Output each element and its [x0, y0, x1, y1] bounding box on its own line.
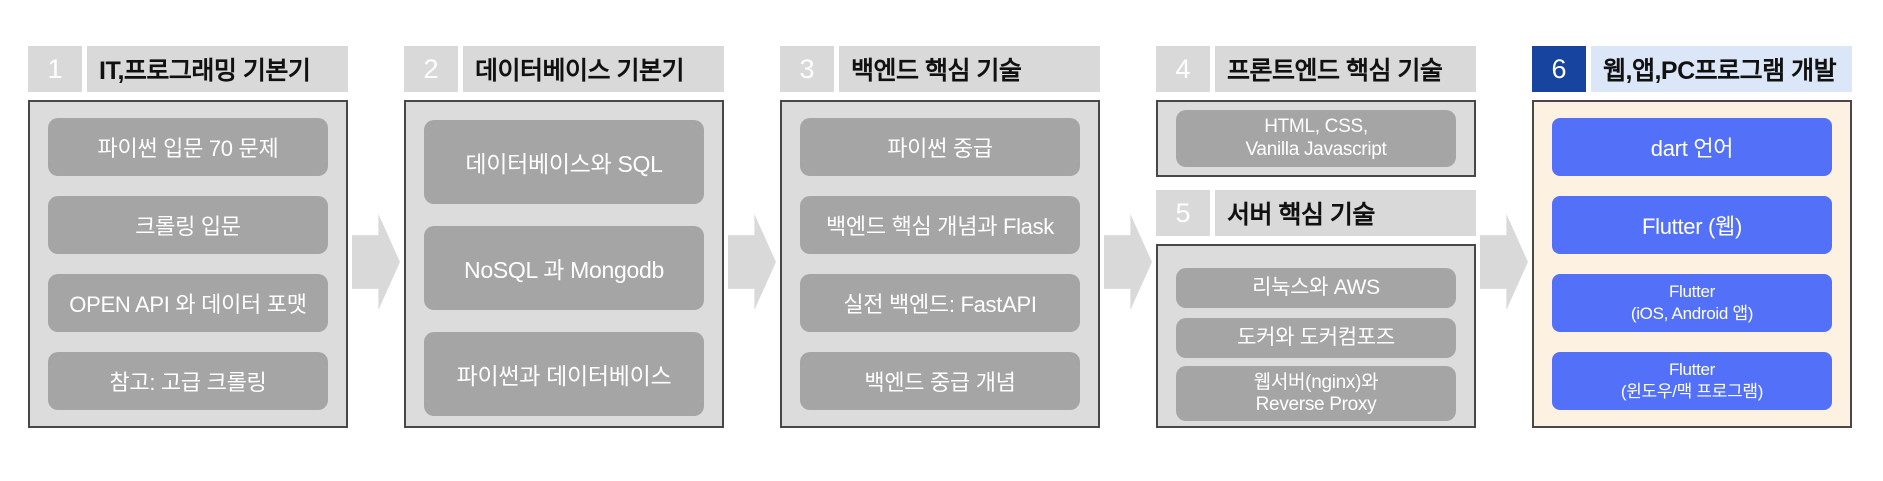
- course-item-label: 데이터베이스와 SQL: [465, 151, 663, 177]
- course-item-label: 리눅스와 AWS: [1252, 276, 1380, 300]
- step-4-header: 4 프론트엔드 핵심 기술: [1156, 46, 1476, 92]
- step-title: 프론트엔드 핵심 기술: [1215, 46, 1476, 92]
- course-item-label: 파이썬 중급: [887, 136, 993, 161]
- step-title: 서버 핵심 기술: [1215, 190, 1476, 236]
- step-5-panel: 리눅스와 AWS 도커와 도커컴포즈 웹서버(nginx)와 Reverse P…: [1156, 244, 1476, 428]
- course-item-label: 참고: 고급 크롤링: [109, 370, 267, 395]
- course-item: 백엔드 핵심 개념과 Flask: [800, 196, 1080, 254]
- step-title: IT,프로그래밍 기본기: [87, 46, 348, 92]
- step-number-badge: 6: [1532, 46, 1586, 92]
- step-number-badge: 3: [780, 46, 834, 92]
- course-item-label: 실전 백엔드: FastAPI: [843, 292, 1037, 317]
- course-item-label: OPEN API 와 데이터 포맷: [69, 292, 307, 317]
- step-3-panel: 파이썬 중급 백엔드 핵심 개념과 Flask 실전 백엔드: FastAPI …: [780, 100, 1100, 428]
- course-item: dart 언어: [1552, 118, 1832, 176]
- course-item-label: (윈도우/맥 프로그램): [1620, 382, 1764, 401]
- flow-arrow-icon: [1480, 214, 1528, 310]
- course-item-label: 도커와 도커컴포즈: [1237, 326, 1395, 350]
- course-item: HTML, CSS, Vanilla Javascript: [1176, 110, 1456, 167]
- step-6-column: 6 웹,앱,PC프로그램 개발 dart 언어 Flutter (웹) Flut…: [1532, 0, 1852, 481]
- step-1-header: 1 IT,프로그래밍 기본기: [28, 46, 348, 92]
- course-item: 백엔드 중급 개념: [800, 352, 1080, 410]
- course-item: 파이썬 입문 70 문제: [48, 118, 328, 176]
- course-item-label: Flutter: [1668, 359, 1716, 379]
- step-title: 데이터베이스 기본기: [463, 46, 724, 92]
- course-item: 웹서버(nginx)와 Reverse Proxy: [1176, 366, 1456, 421]
- course-item: Flutter (웹): [1552, 196, 1832, 254]
- course-item: 실전 백엔드: FastAPI: [800, 274, 1080, 332]
- step-1-column: 1 IT,프로그래밍 기본기 파이썬 입문 70 문제 크롤링 입문 OPEN …: [28, 0, 348, 481]
- step-number-badge: 5: [1156, 190, 1210, 236]
- course-item-label: 백엔드 중급 개념: [864, 370, 1016, 395]
- course-item: 데이터베이스와 SQL: [424, 120, 704, 204]
- step-3-column: 3 백엔드 핵심 기술 파이썬 중급 백엔드 핵심 개념과 Flask 실전 백…: [780, 0, 1100, 481]
- course-item: Flutter (iOS, Android 앱): [1552, 274, 1832, 332]
- flow-arrow-icon: [728, 214, 776, 310]
- course-item-label: HTML, CSS,: [1264, 115, 1368, 137]
- step-number-badge: 2: [404, 46, 458, 92]
- course-item-label: 크롤링 입문: [135, 214, 241, 239]
- course-item-label: 웹서버(nginx)와: [1253, 371, 1379, 393]
- course-item: 참고: 고급 크롤링: [48, 352, 328, 410]
- step-title: 웹,앱,PC프로그램 개발: [1591, 46, 1852, 92]
- course-item: Flutter (윈도우/맥 프로그램): [1552, 352, 1832, 410]
- course-item-label: Flutter (웹): [1641, 214, 1743, 239]
- course-item: 리눅스와 AWS: [1176, 268, 1456, 308]
- course-item-label: 파이썬과 데이터베이스: [456, 363, 672, 389]
- step-3-header: 3 백엔드 핵심 기술: [780, 46, 1100, 92]
- course-item: 크롤링 입문: [48, 196, 328, 254]
- step-6-header: 6 웹,앱,PC프로그램 개발: [1532, 46, 1852, 92]
- step-5-header: 5 서버 핵심 기술: [1156, 190, 1476, 236]
- course-item: 파이썬 중급: [800, 118, 1080, 176]
- step-6-panel: dart 언어 Flutter (웹) Flutter (iOS, Androi…: [1532, 100, 1852, 428]
- course-item-label: (iOS, Android 앱): [1630, 304, 1754, 323]
- course-item-label: 백엔드 핵심 개념과 Flask: [825, 214, 1055, 239]
- step-4-panel: HTML, CSS, Vanilla Javascript: [1156, 100, 1476, 177]
- course-item-label: dart 언어: [1650, 136, 1734, 161]
- course-item-label: Flutter: [1668, 281, 1716, 301]
- course-item: OPEN API 와 데이터 포맷: [48, 274, 328, 332]
- course-item-label: Vanilla Javascript: [1245, 138, 1387, 160]
- flow-arrow-icon: [352, 214, 400, 310]
- course-item-label: Reverse Proxy: [1255, 393, 1377, 415]
- course-item-label: NoSQL 과 Mongodb: [464, 257, 664, 283]
- step-number-badge: 4: [1156, 46, 1210, 92]
- step-2-column: 2 데이터베이스 기본기 데이터베이스와 SQL NoSQL 과 Mongodb…: [404, 0, 724, 481]
- step-number-badge: 1: [28, 46, 82, 92]
- course-item: NoSQL 과 Mongodb: [424, 226, 704, 310]
- flow-arrow-icon: [1104, 214, 1152, 310]
- step-2-panel: 데이터베이스와 SQL NoSQL 과 Mongodb 파이썬과 데이터베이스: [404, 100, 724, 428]
- course-item: 파이썬과 데이터베이스: [424, 332, 704, 416]
- step-2-header: 2 데이터베이스 기본기: [404, 46, 724, 92]
- step-1-panel: 파이썬 입문 70 문제 크롤링 입문 OPEN API 와 데이터 포맷 참고…: [28, 100, 348, 428]
- course-item: 도커와 도커컴포즈: [1176, 318, 1456, 358]
- step-title: 백엔드 핵심 기술: [839, 46, 1100, 92]
- step-4-column: 4 프론트엔드 핵심 기술 HTML, CSS, Vanilla Javascr…: [1156, 0, 1476, 481]
- course-item-label: 파이썬 입문 70 문제: [97, 136, 279, 161]
